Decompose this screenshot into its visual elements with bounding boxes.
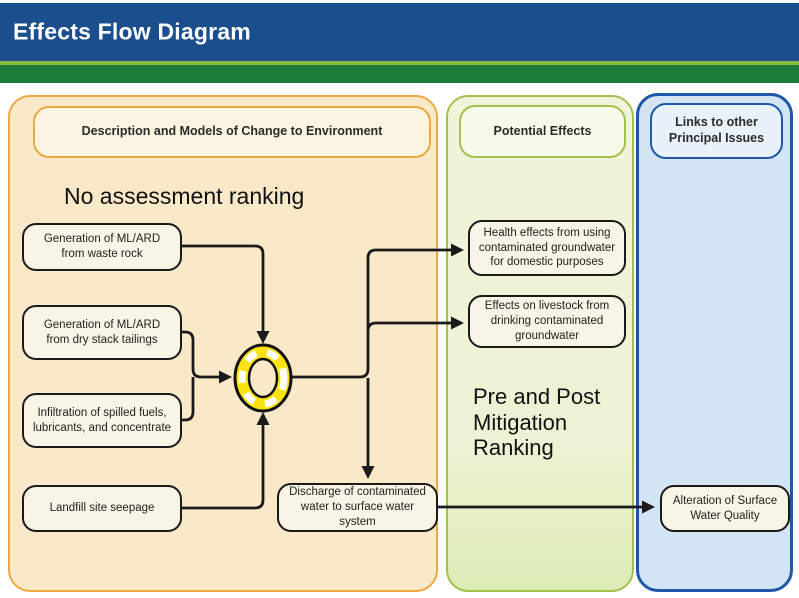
- node-label: Effects on livestock from drinking conta…: [484, 300, 610, 342]
- node-discharge-contaminated-water: Discharge of contaminated water to surfa…: [277, 483, 438, 532]
- node-generation-ml-ard-waste-rock: Generation of ML/ARD from waste rock: [22, 223, 182, 271]
- node-label: Generation of ML/ARD from waste rock: [43, 233, 161, 260]
- column-header-principal-issues: Links to other Principal Issues: [650, 103, 783, 159]
- note-no-assessment-ranking: No assessment ranking: [64, 183, 305, 209]
- column-header-description-models-label: Description and Models of Change to Envi…: [81, 124, 383, 139]
- node-label: Health effects from using contaminated g…: [478, 226, 616, 269]
- slide-title-bar: Effects Flow Diagram: [0, 3, 799, 61]
- node-infiltration-spilled-fuels: Infiltration of spilled fuels, lubricant…: [22, 393, 182, 448]
- column-header-description-models: Description and Models of Change to Envi…: [33, 106, 431, 158]
- node-landfill-site-seepage: Landfill site seepage: [22, 485, 182, 532]
- column-header-potential-effects-label: Potential Effects: [493, 123, 592, 138]
- node-generation-ml-ard-dry-stack-tailings: Generation of ML/ARD from dry stack tail…: [22, 305, 182, 360]
- column-header-potential-effects: Potential Effects: [459, 105, 626, 158]
- note-pre-post-mitigation-ranking: Pre and Post Mitigation Ranking: [473, 384, 601, 461]
- slide-title: Effects Flow Diagram: [13, 18, 251, 45]
- column-header-principal-issues-label: Links to other Principal Issues: [668, 115, 765, 145]
- divider-dark-green: [0, 65, 799, 83]
- node-label: Landfill site seepage: [49, 502, 155, 515]
- node-alteration-surface-water-quality: Alteration of Surface Water Quality: [660, 485, 790, 532]
- node-label: Infiltration of spilled fuels, lubricant…: [32, 406, 172, 434]
- node-label: Generation of ML/ARD from dry stack tail…: [43, 318, 161, 346]
- node-effects-livestock-groundwater: Effects on livestock from drinking conta…: [468, 295, 626, 348]
- node-health-effects-groundwater: Health effects from using contaminated g…: [468, 220, 626, 276]
- node-label: Discharge of contaminated water to surfa…: [289, 486, 426, 528]
- divider-light-green: [0, 61, 799, 65]
- node-label: Alteration of Surface Water Quality: [672, 494, 778, 522]
